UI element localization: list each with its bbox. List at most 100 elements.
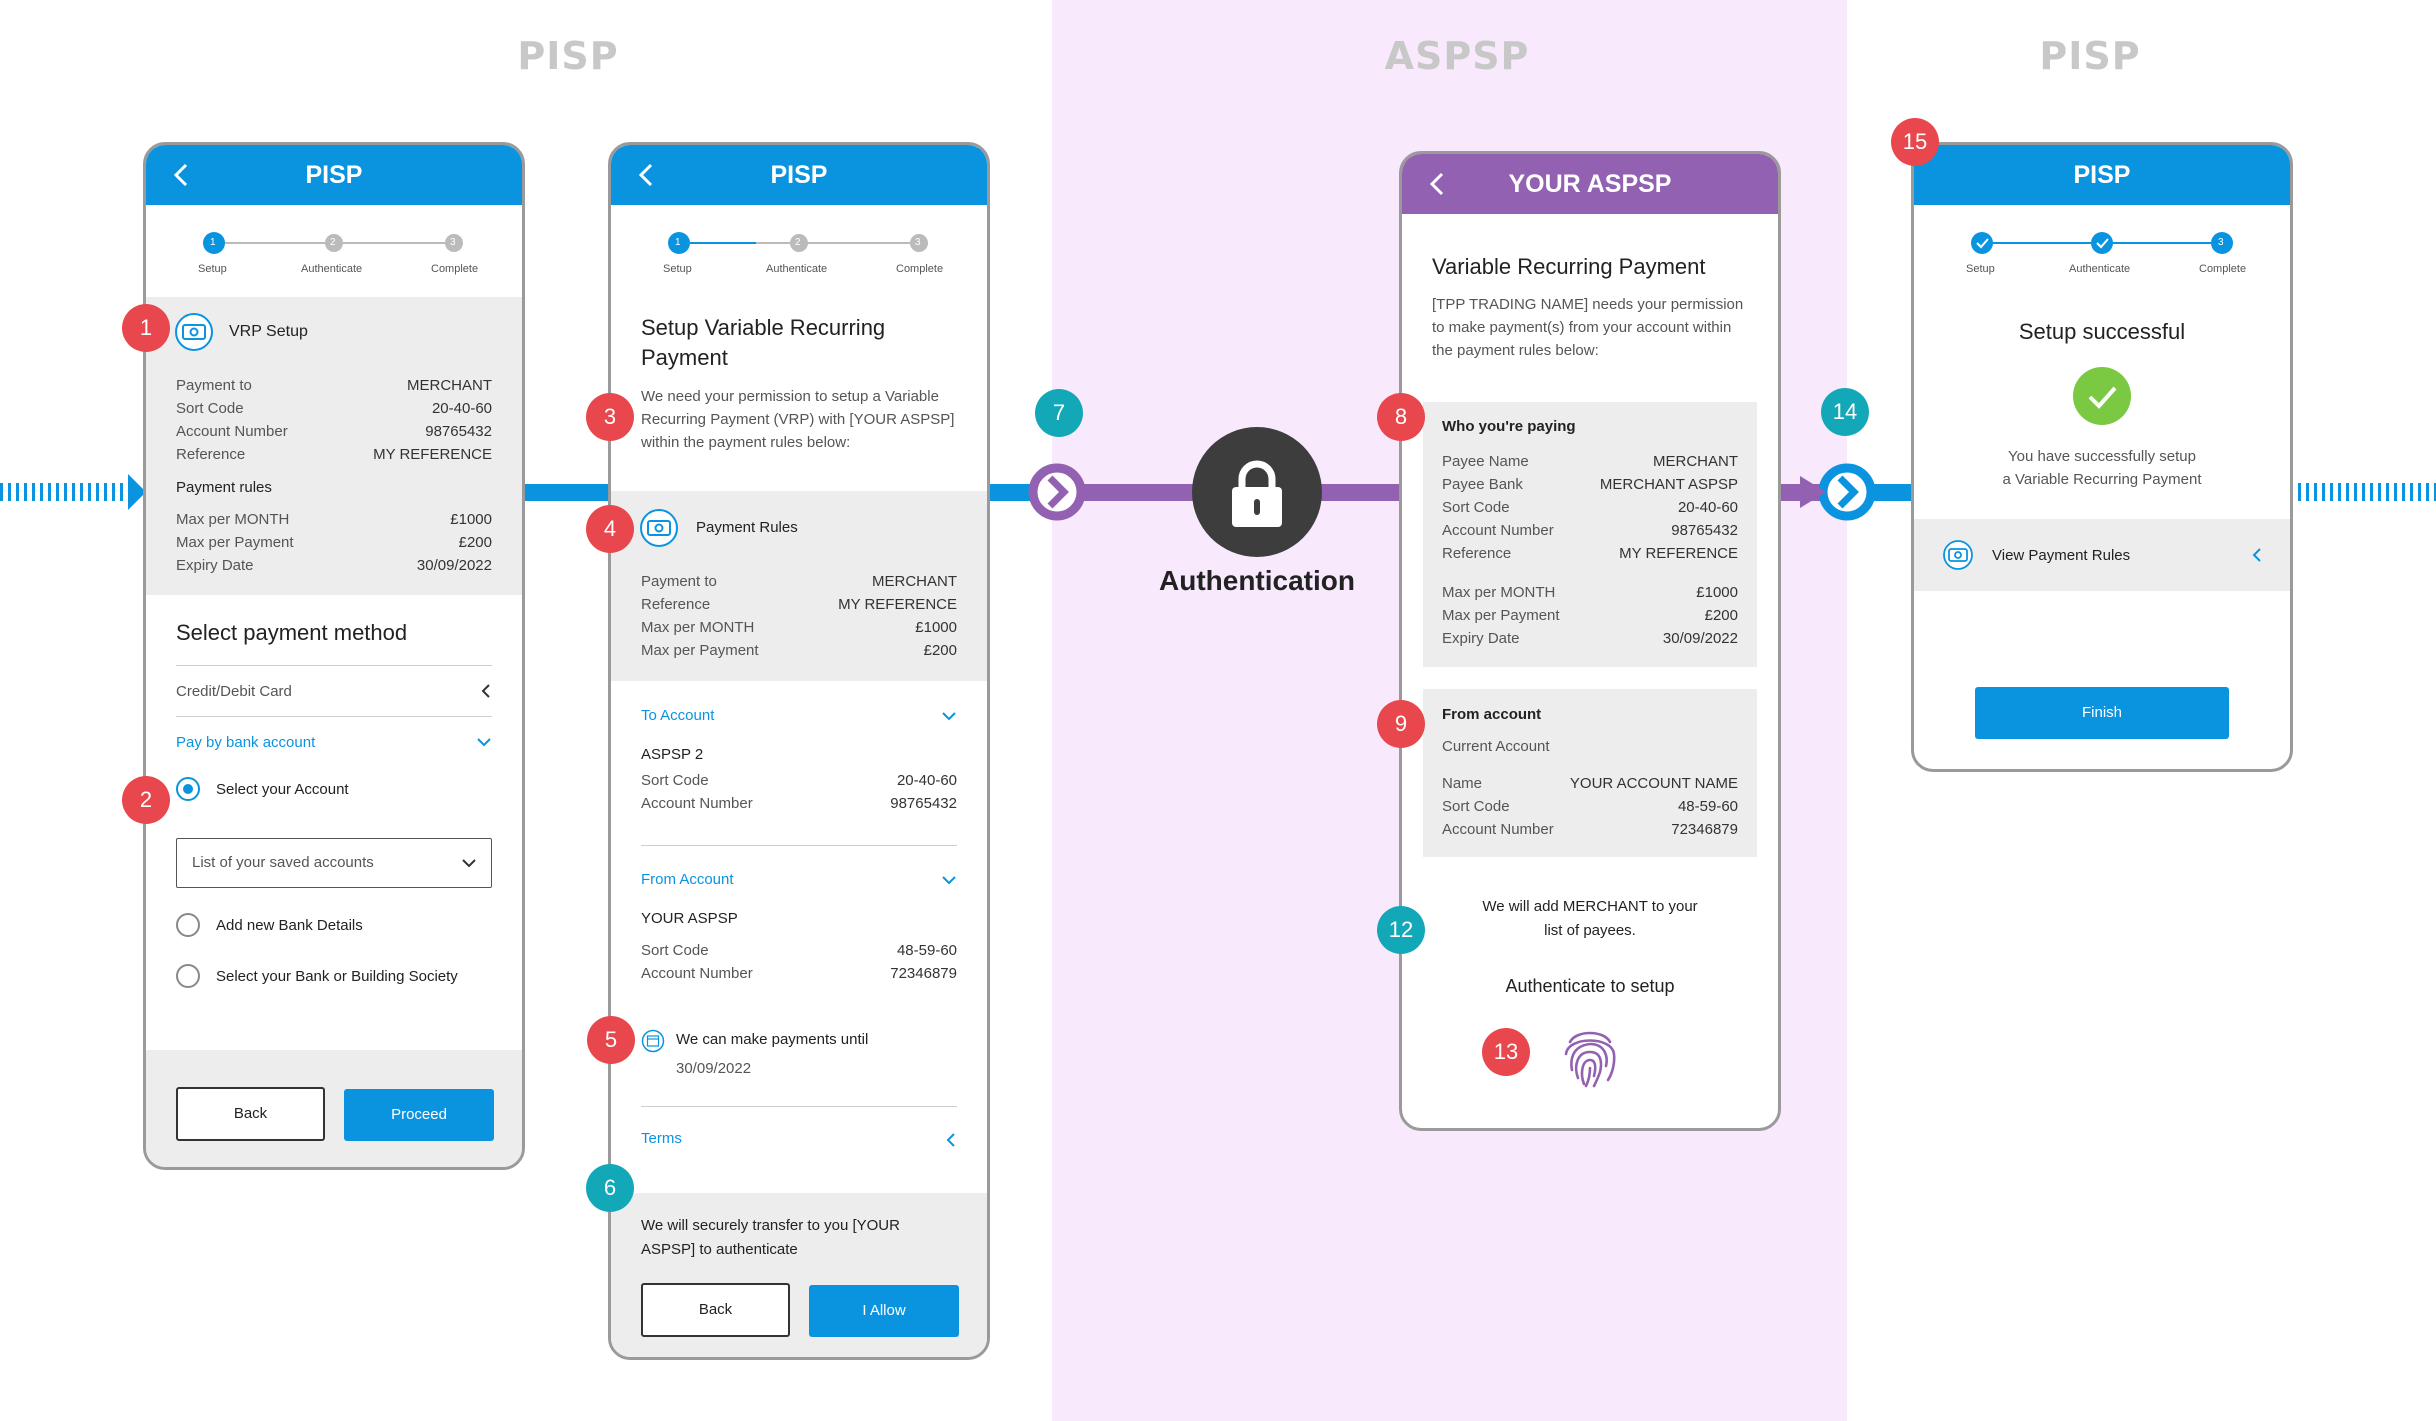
until-date: 30/09/2022 [676,1060,752,1077]
step-badge-2: 2 [122,776,170,824]
consent-intro-line1: We need your permission to setup a Varia… [641,388,939,405]
to-bank-name: ASPSP 2 [641,746,704,763]
payee-panel [1423,402,1757,667]
step-badge-1: 1 [122,304,170,352]
step-badge-7: 7 [1035,389,1083,437]
rule-row: Max per MONTH£1000 [176,511,492,528]
payee-title: Who you're paying [1442,418,1576,435]
screen-pisp-consent: PISP 1 2 3 Setup Authenticate Complete S… [608,142,990,1360]
step-label-authenticate: Authenticate [301,263,363,275]
back-arrow-icon[interactable] [631,145,661,205]
terms-label: Terms [641,1130,682,1147]
screen1-header: PISP [146,145,522,205]
view-rules-row[interactable]: View Payment Rules [1914,519,2290,591]
step-label-authenticate: Authenticate [766,263,828,275]
vrp-summary-panel [146,297,522,595]
card-option[interactable]: Credit/Debit Card [176,667,492,715]
screen2-header-title: PISP [770,161,828,189]
radio-add-bank[interactable] [176,913,200,937]
consent-title-line1: Setup Variable Recurring [641,315,886,340]
bank-option[interactable]: Pay by bank account [176,718,492,766]
section-title-aspsp: ASPSP [1384,34,1530,78]
chevron-left-icon [2252,548,2261,562]
section-title-pisp-right: PISP [2039,34,2141,78]
step-label-setup: Setup [198,263,227,275]
allow-button[interactable]: I Allow [809,1285,959,1337]
from-account-toggle[interactable]: From Account [641,865,957,895]
aspsp-intro-line1: [TPP TRADING NAME] needs your permission [1432,296,1744,313]
consent-intro-line2: Recurring Payment (VRP) with [YOUR ASPSP… [641,411,955,428]
from-account-panel [1423,689,1757,857]
view-rules-label: View Payment Rules [1992,547,2131,564]
to-account-toggle[interactable]: To Account [641,701,957,731]
success-line2: a Variable Recurring Payment [2002,471,2202,488]
success-check-icon [2073,367,2131,425]
radio-select-bank[interactable] [176,964,200,988]
step-number-1: 1 [210,237,216,248]
step-number-3: 3 [450,237,456,248]
section-title-pisp-left: PISP [517,34,619,78]
step-number-2: 2 [330,237,336,248]
radio-select-account[interactable] [176,777,200,801]
step-number-1: 1 [675,237,681,248]
proceed-button[interactable]: Proceed [344,1089,494,1141]
step-badge-12: 12 [1377,906,1425,954]
payee-notice-line1: We will add MERCHANT to your [1482,898,1698,915]
step-badge-15: 15 [1891,118,1939,166]
consent-title-line2: Payment [641,345,728,370]
step-badge-9: 9 [1377,700,1425,748]
step-number-2: 2 [795,237,801,248]
back-arrow-icon[interactable] [166,145,196,205]
select-account-label: Select your Account [216,781,349,798]
consent-intro-line3: within the payment rules below: [641,434,851,451]
payee-notice-line2: list of payees. [1544,922,1636,939]
screen-pisp-success: PISP 3 Setup Authenticate Complete Setup… [1911,142,2293,772]
screen-aspsp-authorise: YOUR ASPSP Variable Recurring Payment [T… [1399,151,1781,1131]
saved-accounts-select[interactable]: List of your saved accounts [176,838,492,888]
screen3-header: YOUR ASPSP [1402,154,1778,214]
rule-row: Max per Payment£200 [641,642,957,659]
banknote-icon [1943,540,1973,570]
back-button[interactable]: Back [176,1087,325,1141]
fingerprint-icon[interactable] [1560,1024,1620,1090]
screen1-header-title: PISP [305,161,363,189]
success-line1: You have successfully setup [2008,448,2196,465]
limit-row: Max per Payment£200 [1442,607,1738,624]
screen2-header: PISP [611,145,987,205]
back-arrow-icon[interactable] [1422,154,1452,214]
chevron-down-icon [942,712,956,721]
authentication-label: Authentication [1159,565,1355,596]
payment-rules-title: Payment rules [176,479,272,496]
step-number-3: 3 [2218,237,2224,248]
select-method-title: Select payment method [176,620,408,645]
finish-button[interactable]: Finish [1975,687,2229,739]
payment-rules-title: Payment Rules [696,519,798,536]
from-bank-name: YOUR ASPSP [641,910,738,927]
screen3-header-title: YOUR ASPSP [1508,170,1672,198]
divider [641,845,957,846]
step-label-complete: Complete [2199,263,2247,275]
transfer-line1: We will securely transfer to you [YOUR [641,1217,900,1234]
from-account-title: From account [1442,706,1542,723]
rule-row: Max per Payment£200 [176,534,492,551]
terms-toggle[interactable]: Terms [641,1120,957,1160]
divider [176,716,492,717]
bank-option-label: Pay by bank account [176,734,316,751]
to-account-label: To Account [641,707,715,724]
saved-accounts-placeholder: List of your saved accounts [192,854,374,871]
success-title: Setup successful [2018,319,2186,344]
divider [176,665,492,666]
step-badge-6: 6 [586,1164,634,1212]
back-button[interactable]: Back [641,1283,790,1337]
